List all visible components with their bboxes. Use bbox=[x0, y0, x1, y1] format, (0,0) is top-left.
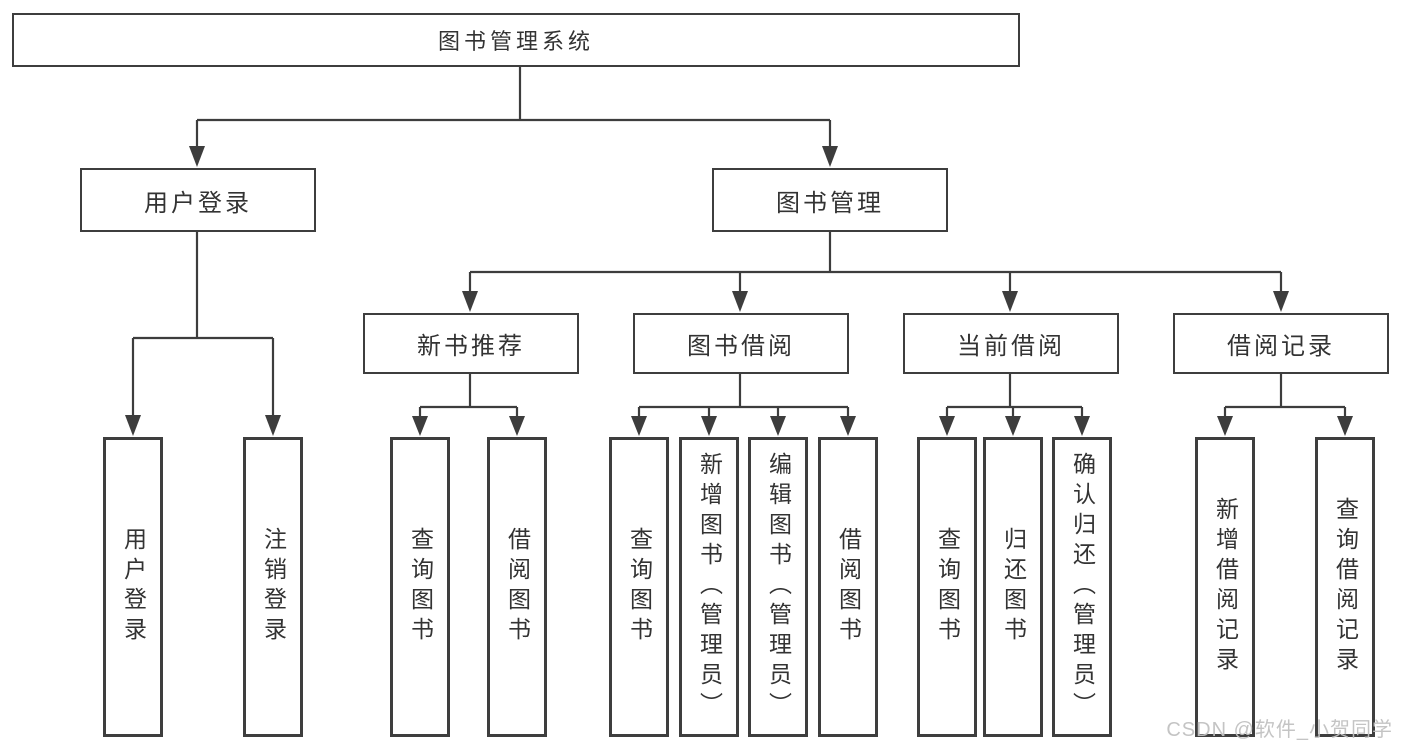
connector-new-book-recommend-to-leaves bbox=[412, 374, 525, 436]
connector-book-management-to-level3 bbox=[462, 232, 1289, 312]
leaf-borrow-borrow-book: 借阅图书 bbox=[818, 437, 878, 737]
leaf-recommend-borrow-book: 借阅图书 bbox=[487, 437, 547, 737]
leaf-query-borrow-record: 查询借阅记录 bbox=[1315, 437, 1375, 737]
connector-borrow-records-to-leaves bbox=[1217, 374, 1353, 436]
node-library-management-system: 图书管理系统 bbox=[12, 13, 1020, 67]
connector-book-borrow-to-leaves bbox=[631, 374, 856, 436]
csdn-watermark: CSDN @软件_小贺同学 bbox=[1166, 719, 1393, 741]
connector-current-borrow-to-leaves bbox=[939, 374, 1090, 436]
node-book-management: 图书管理 bbox=[712, 168, 948, 232]
leaf-recommend-query-book: 查询图书 bbox=[390, 437, 450, 737]
node-new-book-recommend: 新书推荐 bbox=[363, 313, 579, 374]
node-book-borrow: 图书借阅 bbox=[633, 313, 849, 374]
connector-root-to-level2 bbox=[189, 67, 838, 167]
leaf-edit-book-admin: 编辑图书（管理员） bbox=[748, 437, 808, 737]
node-user-login: 用户登录 bbox=[80, 168, 316, 232]
node-borrow-records: 借阅记录 bbox=[1173, 313, 1389, 374]
leaf-borrow-query-book: 查询图书 bbox=[609, 437, 669, 737]
leaf-add-book-admin: 新增图书（管理员） bbox=[679, 437, 739, 737]
connector-user-login-to-leaves bbox=[125, 232, 281, 436]
leaf-logout: 注销登录 bbox=[243, 437, 303, 737]
node-current-borrow: 当前借阅 bbox=[903, 313, 1119, 374]
leaf-return-book: 归还图书 bbox=[983, 437, 1043, 737]
leaf-current-query-book: 查询图书 bbox=[917, 437, 977, 737]
leaf-user-login: 用户登录 bbox=[103, 437, 163, 737]
leaf-confirm-return-admin: 确认归还（管理员） bbox=[1052, 437, 1112, 737]
leaf-add-borrow-record: 新增借阅记录 bbox=[1195, 437, 1255, 737]
